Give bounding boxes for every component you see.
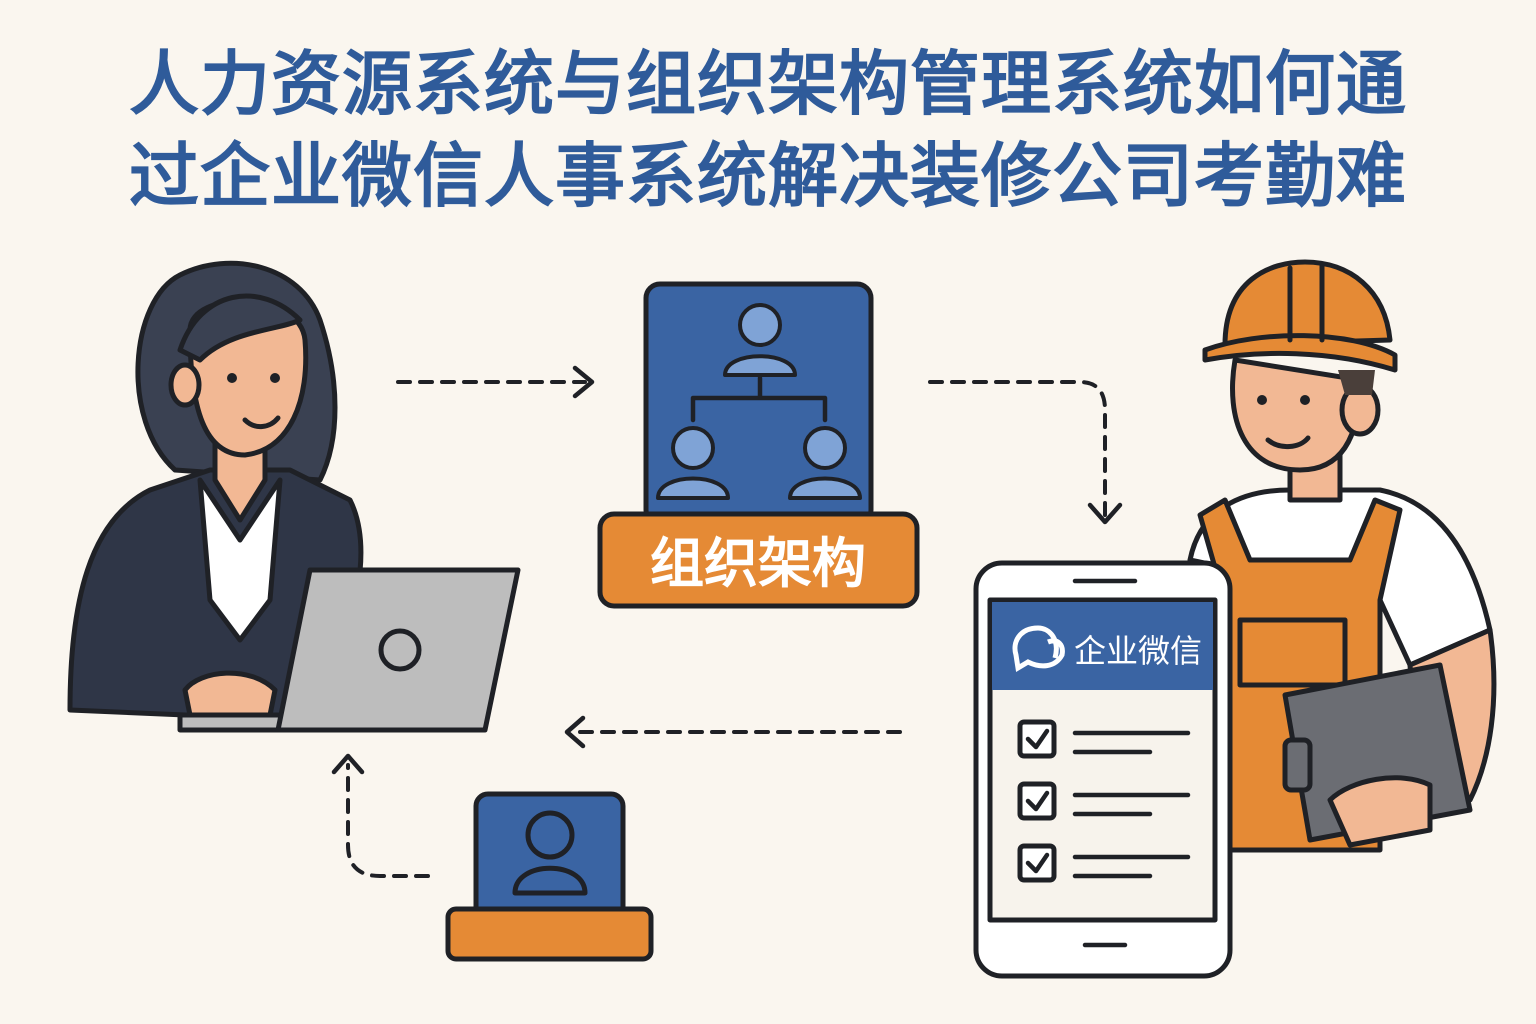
org-chart-icon: 组织架构 <box>597 281 920 609</box>
checkbox-icon <box>1017 843 1057 883</box>
checklist-item <box>1017 781 1191 821</box>
page-title: 人力资源系统与组织架构管理系统如何通 过企业微信人事系统解决装修公司考勤难 <box>0 38 1536 222</box>
arrow-phone-to-hr <box>564 715 902 749</box>
laptop-icon <box>177 567 521 733</box>
employee-profile-icon <box>445 791 654 962</box>
phone-icon: 企业微信 <box>973 560 1233 979</box>
arrow-org-to-phone <box>928 380 1123 525</box>
clipboard-icon <box>1282 662 1473 848</box>
wecom-app-name: 企业微信 <box>1074 632 1202 670</box>
arrow-hr-to-org <box>396 365 595 399</box>
org-chart-label: 组织架构 <box>650 532 866 595</box>
checklist-item <box>1017 843 1191 883</box>
arrow-profile-to-laptop <box>331 753 430 878</box>
attendance-checklist <box>1017 719 1191 883</box>
checkbox-icon <box>1017 781 1057 821</box>
wecom-logo-icon <box>1012 625 1065 673</box>
title-line-1: 人力资源系统与组织架构管理系统如何通 <box>129 43 1407 125</box>
checklist-item <box>1017 719 1191 759</box>
title-line-2: 过企业微信人事系统解决装修公司考勤难 <box>129 135 1407 217</box>
checkbox-icon <box>1017 719 1057 759</box>
